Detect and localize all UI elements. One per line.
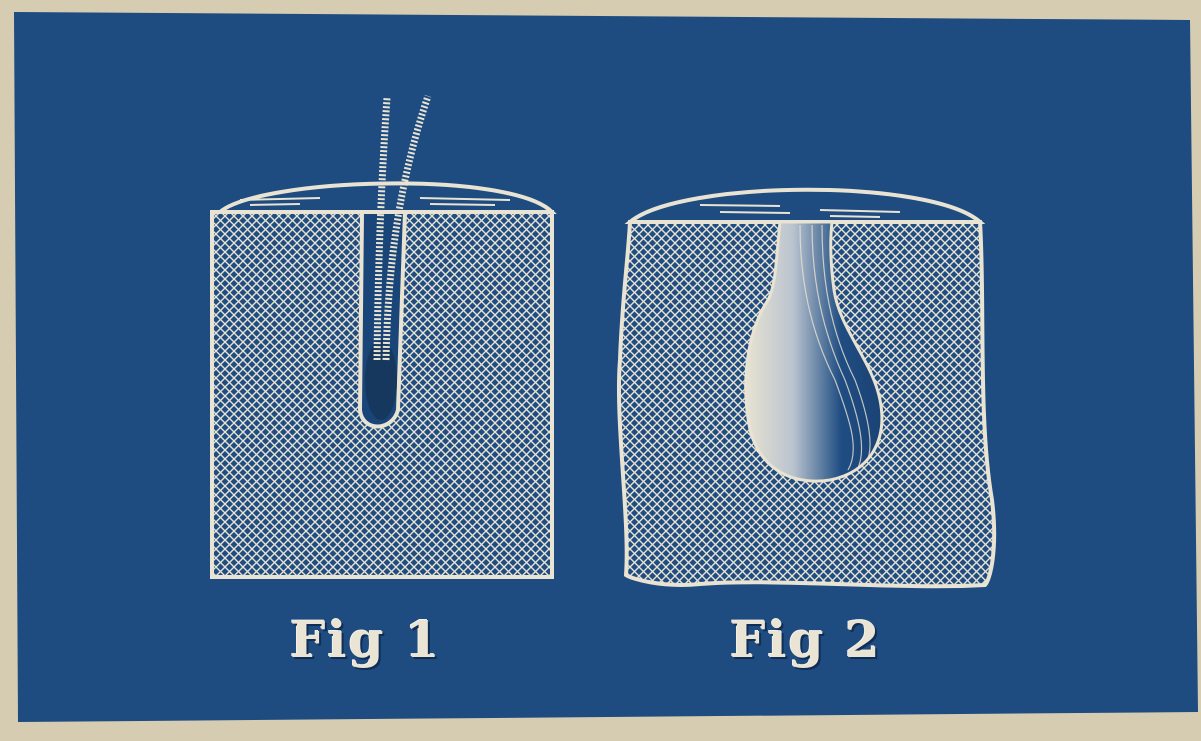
fig1-hair-bulb <box>365 340 397 420</box>
fig1-caption: Fig 1 <box>290 610 442 669</box>
fig2-caption: Fig 2 <box>730 610 882 669</box>
figure-2-drawing <box>619 190 994 587</box>
plate-background <box>14 12 1198 722</box>
